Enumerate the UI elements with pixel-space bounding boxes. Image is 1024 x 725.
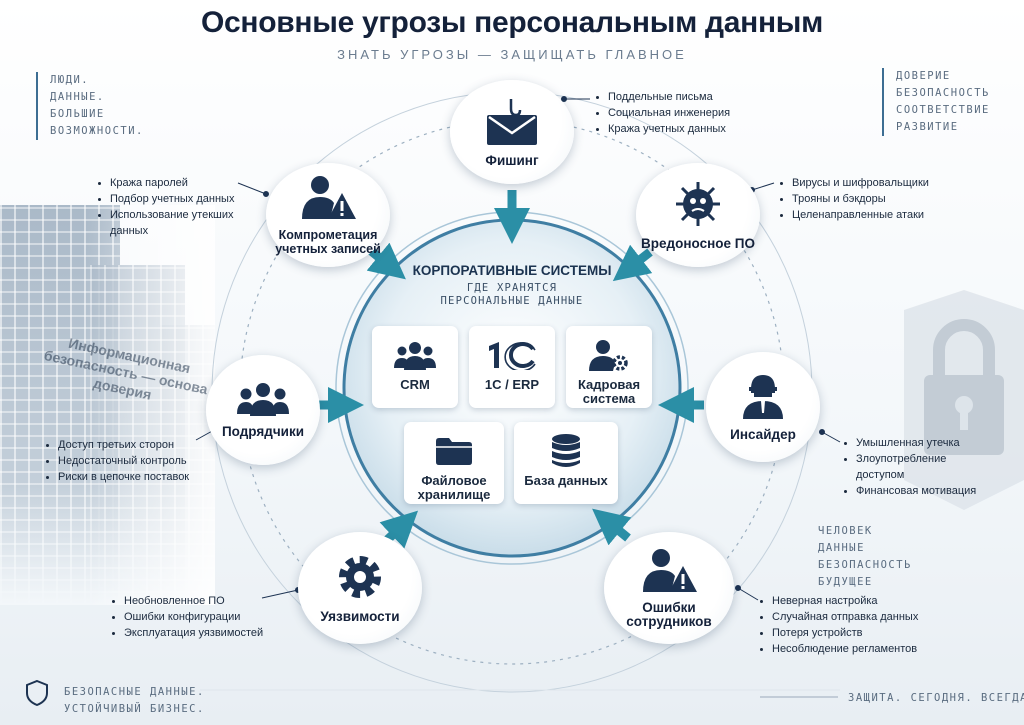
user-warning-icon	[641, 548, 697, 597]
people-group-icon	[237, 382, 289, 421]
virus-icon	[674, 180, 722, 233]
malware-bullets: Вирусы и шифровальщики Трояны и бэкдоры …	[776, 175, 956, 223]
gear-icon	[336, 553, 384, 606]
system-hr[interactable]: Кадровая система	[566, 326, 652, 408]
shield-icon	[26, 680, 48, 706]
center-subtitle: ГДЕ ХРАНЯТСЯ ПЕРСОНАЛЬНЫЕ ДАННЫЕ	[440, 282, 584, 307]
1c-logo-icon	[485, 338, 539, 372]
phishing-bullets: Поддельные письма Социальная инженерия К…	[592, 89, 772, 137]
insider-bullets: Умышленная утечка Злоупотребление доступ…	[840, 435, 990, 499]
threat-phishing[interactable]: Фишинг	[450, 80, 574, 184]
threat-contractors[interactable]: Подрядчики	[206, 355, 320, 465]
system-crm[interactable]: CRM	[372, 326, 458, 408]
center-title: КОРПОРАТИВНЫЕ СИСТЕМЫ	[412, 263, 612, 278]
threat-employee-errors[interactable]: Ошибки сотрудников	[604, 532, 734, 644]
errors-bullets: Неверная настройка Случайная отправка да…	[756, 593, 936, 657]
hooded-person-icon	[743, 373, 783, 424]
footer-right: ЗАЩИТА. СЕГОДНЯ. ВСЕГДА.	[848, 692, 1024, 704]
envelope-hook-icon	[485, 97, 539, 150]
background-building	[0, 205, 215, 605]
lock-shield-icon	[904, 290, 1024, 510]
threat-malware[interactable]: Вредоносное ПО	[636, 163, 760, 267]
user-gear-icon	[589, 338, 629, 372]
page-subtitle: ЗНАТЬ УГРОЗЫ — ЗАЩИЩАТЬ ГЛАВНОЕ	[337, 47, 687, 62]
system-database[interactable]: База данных	[514, 422, 618, 504]
system-erp[interactable]: 1С / ERP	[469, 326, 555, 408]
arrow-malware	[612, 244, 653, 282]
database-icon	[551, 434, 581, 468]
page-title: Основные угрозы персональным данным	[201, 6, 823, 39]
corner-text-mid-right: ЧЕЛОВЕК ДАННЫЕ БЕЗОПАСНОСТЬ БУДУЩЕЕ	[818, 525, 912, 588]
threat-account-compromise[interactable]: Компрометация учетных записей	[266, 163, 390, 267]
footer-left: БЕЗОПАСНЫЕ ДАННЫЕ. УСТОЙЧИВЫЙ БИЗНЕС.	[64, 686, 205, 715]
accounts-bullets: Кража паролей Подбор учетных данных Испо…	[94, 175, 244, 239]
vulns-bullets: Необновленное ПО Ошибки конфигурации Экс…	[108, 593, 278, 641]
system-file-storage[interactable]: Файловое хранилище	[404, 422, 504, 504]
threat-vulnerabilities[interactable]: Уязвимости	[298, 532, 422, 644]
arrow-accounts	[366, 242, 406, 280]
contractors-bullets: Доступ третьих сторон Недостаточный конт…	[42, 437, 212, 485]
corner-text-top-left: ЛЮДИ. ДАННЫЕ. БОЛЬШИЕ ВОЗМОЖНОСТИ.	[36, 72, 144, 140]
folder-icon	[436, 434, 472, 468]
corner-text-top-right: ДОВЕРИЕ БЕЗОПАСНОСТЬ СООТВЕТСТВИЕ РАЗВИТ…	[882, 68, 990, 136]
people-group-icon	[394, 338, 436, 372]
arrow-errors	[592, 508, 632, 546]
user-warning-icon	[300, 175, 356, 224]
threat-insider[interactable]: Инсайдер	[706, 352, 820, 462]
